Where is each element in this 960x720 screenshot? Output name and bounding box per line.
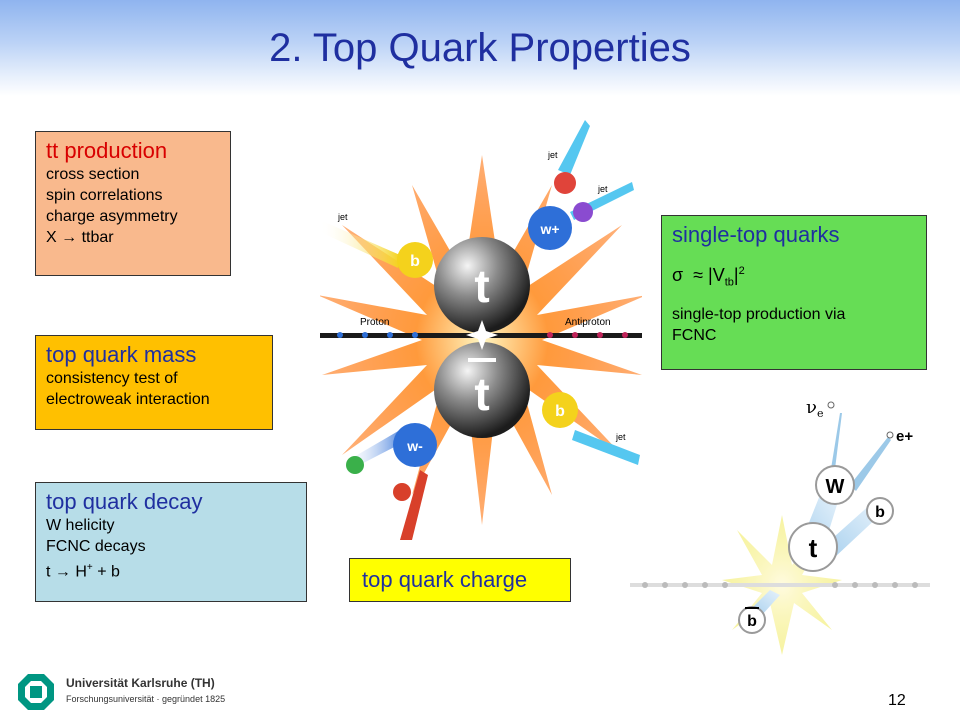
positron-label: e+ <box>896 428 913 445</box>
university-tagline: Forschungsuniversität · gegründet 1825 <box>66 694 226 704</box>
tt-production-box: tt production cross section spin correla… <box>35 131 231 276</box>
slide-title: 2. Top Quark Properties <box>269 26 691 70</box>
neutrino-line <box>830 413 842 477</box>
jet-label: jet <box>615 432 626 442</box>
antiproton-label: Antiproton <box>565 317 611 328</box>
title-banner <box>0 0 960 96</box>
single-top-beam <box>630 583 930 587</box>
w-plus-label: w+ <box>539 221 559 237</box>
ttbar-production-illustration: w+ b Proton Antiproton t t b w- jet jet … <box>320 120 642 540</box>
top-quark-ball <box>434 237 530 333</box>
top-single-label: t <box>809 533 818 563</box>
top-mass-box: top quark mass consistency test of elect… <box>35 335 273 430</box>
jet-label: jet <box>337 212 348 222</box>
top-mass-item: electroweak interaction <box>46 391 210 408</box>
jet-cone <box>572 430 640 465</box>
electron-dot <box>886 431 894 439</box>
b-quark-label: b <box>875 504 885 521</box>
jet-cone <box>400 470 428 540</box>
vtb-formula: σ ≈ |Vtb|2 <box>672 265 745 289</box>
W-boson-label: W <box>826 476 845 498</box>
neutrino-label: νe <box>806 397 823 420</box>
W-boson-ball <box>815 465 855 505</box>
single-top-item: FCNC <box>672 326 717 344</box>
antitop-quark-label: t <box>474 368 489 420</box>
tt-production-item: cross section <box>46 166 140 183</box>
single-top-item: single-top production via <box>672 305 846 323</box>
collision-star <box>466 320 498 350</box>
top-decay-box: top quark decay W helicity FCNC decays t… <box>35 482 307 602</box>
lepton-ball <box>346 456 364 474</box>
single-top-beam-particles <box>642 582 918 588</box>
top-quark-label: t <box>474 260 489 312</box>
b-quark-ball <box>866 497 894 525</box>
jet-dbar-ball <box>573 202 593 222</box>
top-mass-item: consistency test of <box>46 370 178 387</box>
w-minus-label: w- <box>406 438 423 454</box>
top-decay-item: W helicity <box>46 517 115 534</box>
top-decay-formula: t → H+ + b <box>46 562 120 581</box>
tt-production-heading: tt production <box>46 138 168 163</box>
top-mass-heading: top quark mass <box>46 342 197 367</box>
top-single-ball <box>788 522 838 572</box>
antitop-quark-ball <box>434 342 530 438</box>
top-charge-box: top quark charge <box>349 558 571 602</box>
bbar-quark-label: b <box>747 613 757 630</box>
jet-label: jet <box>547 150 558 160</box>
top-decay-heading: top quark decay <box>46 489 203 514</box>
university-logo: Universität Karlsruhe (TH) Forschungsuni… <box>16 672 236 712</box>
single-top-illustration: W b t b νe e+ <box>630 397 930 655</box>
top-decay-item: FCNC decays <box>46 538 146 555</box>
tt-production-item: X → ttbar <box>46 229 114 246</box>
bbar-ball <box>542 392 578 428</box>
single-top-heading: single-top quarks <box>672 222 840 247</box>
w-plus-ball <box>528 206 572 250</box>
b-label: b <box>410 253 420 270</box>
single-top-box: single-top quarks σ ≈ |Vtb|2 single-top … <box>661 215 927 370</box>
ka-logo-icon <box>18 674 54 710</box>
jet-label: jet <box>597 184 608 194</box>
electron-line <box>850 437 891 491</box>
beam-particles <box>337 332 628 338</box>
page-number: 12 <box>888 692 906 709</box>
tt-production-item: charge asymmetry <box>46 208 178 225</box>
jet-d-ball <box>554 172 576 194</box>
bbar-label: b <box>555 403 565 420</box>
university-name: Universität Karlsruhe (TH) <box>66 676 215 690</box>
neutrino-dot <box>827 401 835 409</box>
antitop-bar <box>468 358 496 362</box>
w-minus-ball <box>393 423 437 467</box>
jet-cone <box>320 220 400 268</box>
proton-label: Proton <box>360 317 389 328</box>
bbar-bar <box>745 607 759 609</box>
b-ball <box>397 242 433 278</box>
tt-production-item: spin correlations <box>46 187 163 204</box>
b-cone <box>825 503 880 557</box>
quark-ball <box>393 483 411 501</box>
jet-cone <box>558 120 590 175</box>
